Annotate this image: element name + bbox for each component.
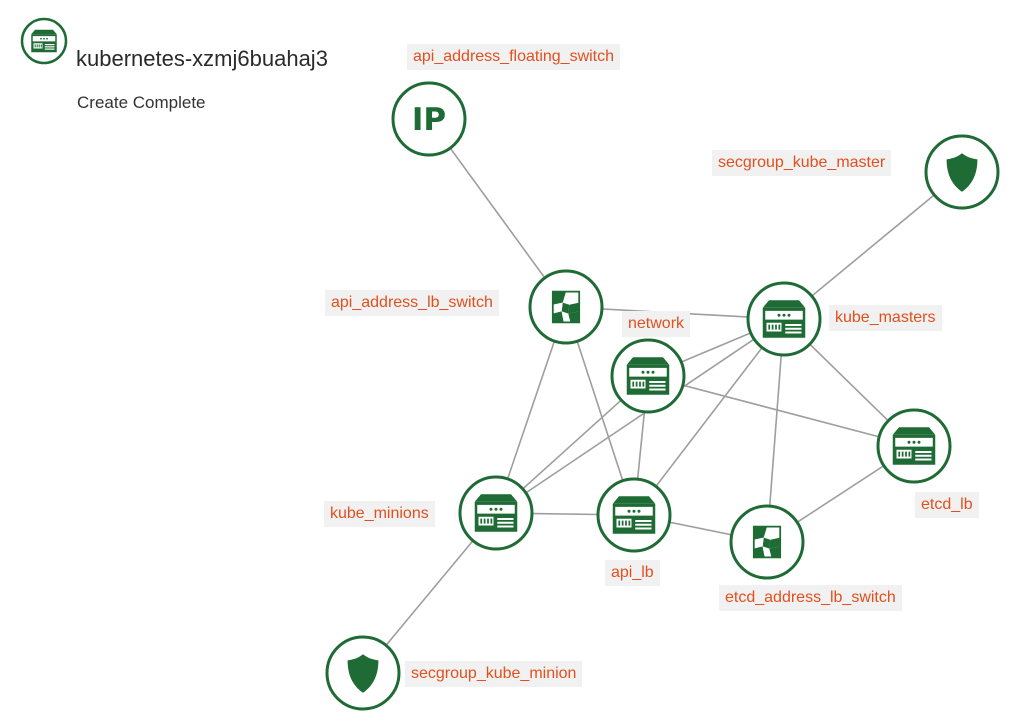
node-etcd-lb[interactable] — [876, 408, 952, 484]
node-label-api-address-lb-switch[interactable]: api_address_lb_switch — [325, 290, 499, 316]
node-api-address-floating-switch[interactable]: IP — [391, 81, 467, 157]
floating-ip-icon: IP — [412, 102, 446, 138]
node-label-network[interactable]: network — [622, 311, 691, 337]
edge-api-address-floating-switch-to-api-address-lb-switch — [428, 118, 567, 308]
server-icon — [762, 300, 806, 338]
node-network[interactable] — [610, 338, 686, 414]
edge-kube-masters-to-kube-minions — [495, 318, 785, 514]
server-icon — [626, 357, 670, 395]
edge-secgroup-kube-master-to-kube-masters — [783, 171, 963, 320]
node-etcd-address-lb-switch[interactable] — [729, 504, 805, 580]
switch-icon — [752, 525, 782, 559]
server-icon — [612, 496, 656, 534]
server-icon — [892, 427, 936, 465]
node-kube-masters[interactable] — [746, 281, 822, 357]
node-label-api-address-floating-switch[interactable]: api_address_floating_switch — [407, 44, 621, 70]
node-kube-minions[interactable] — [458, 475, 534, 551]
node-label-secgroup-kube-minion[interactable]: secgroup_kube_minion — [405, 661, 583, 687]
node-label-etcd-lb[interactable]: etcd_lb — [915, 492, 979, 518]
stack-title: kubernetes-xzmj6buahaj3 — [76, 46, 328, 71]
stack-server-icon — [20, 17, 68, 65]
node-label-kube-masters[interactable]: kube_masters — [829, 305, 942, 331]
edge-kube-masters-to-api-lb — [633, 318, 785, 516]
node-api-lb[interactable] — [596, 477, 672, 553]
node-secgroup-kube-master[interactable] — [924, 134, 1000, 210]
switch-icon — [551, 290, 581, 324]
node-api-address-lb-switch[interactable] — [528, 269, 604, 345]
node-label-api-lb[interactable]: api_lb — [605, 560, 660, 586]
node-label-kube-minions[interactable]: kube_minions — [324, 501, 435, 527]
node-label-etcd-address-lb-switch[interactable]: etcd_address_lb_switch — [719, 585, 902, 611]
node-label-secgroup-kube-master[interactable]: secgroup_kube_master — [712, 150, 892, 176]
stack-status: Create Complete — [77, 93, 206, 112]
node-circle — [391, 81, 467, 157]
server-icon — [474, 494, 518, 532]
nodes-layer: IP — [325, 81, 1000, 711]
edge-network-to-etcd-lb — [647, 375, 915, 447]
node-secgroup-kube-minion[interactable] — [325, 635, 401, 711]
